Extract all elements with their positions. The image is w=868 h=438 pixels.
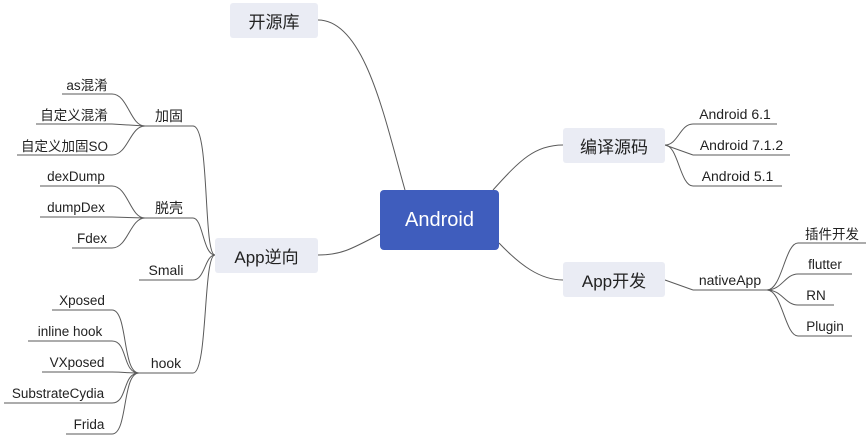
edge-compile-5-1 (664, 144, 694, 187)
leaf-plugin[interactable]: Plugin (806, 318, 844, 334)
subtopic-hook[interactable]: hook (150, 355, 182, 371)
leaf-fdex[interactable]: Fdex (76, 230, 107, 246)
edge-native-plugin (766, 289, 799, 337)
leaf-custom-hardening-so[interactable]: 自定义加固SO (20, 139, 108, 154)
leaf-inline-hook[interactable]: inline hook (37, 323, 103, 339)
edge-hook-frida (111, 372, 140, 435)
leaf-dumpdex[interactable]: dumpDex (47, 199, 105, 215)
edge-root-reverse (317, 233, 381, 256)
edge-reverse-harden (192, 125, 216, 256)
leaf-android-7-1-2[interactable]: Android 7.1.2 (699, 137, 784, 153)
edge-native-plugin-dev (766, 242, 799, 291)
subtopic-harden[interactable]: 加固 (155, 108, 183, 124)
root-node-android[interactable]: Android (380, 190, 499, 250)
leaf-plugin-dev[interactable]: 插件开发 (805, 227, 859, 242)
edge-reverse-smali (192, 254, 216, 281)
edge-reverse-unpack (192, 217, 216, 256)
edge-root-appdev (498, 242, 564, 281)
leaf-dexdump[interactable]: dexDump (47, 168, 105, 184)
leaf-custom-obfuscation[interactable]: 自定义混淆 (40, 108, 108, 123)
edge-root-opensource (317, 19, 406, 191)
edge-harden-custom (111, 123, 146, 127)
topic-app-reverse[interactable]: App逆向 (215, 238, 318, 273)
edge-compile-6-1 (664, 123, 694, 146)
leaf-vxposed[interactable]: VXposed (49, 354, 105, 370)
edge-hook-xposed (111, 309, 140, 374)
edge-harden-so (111, 125, 146, 156)
edge-appdev-native (664, 279, 694, 291)
leaf-rn[interactable]: RN (806, 287, 826, 303)
edge-harden-as (111, 93, 146, 127)
leaf-as-obfuscation[interactable]: as混淆 (66, 78, 108, 93)
leaf-android-5-1[interactable]: Android 5.1 (701, 168, 774, 184)
edge-root-compile (492, 144, 564, 191)
edge-hook-substrate (111, 372, 140, 404)
topic-open-source[interactable]: 开源库 (230, 3, 318, 38)
leaf-flutter[interactable]: flutter (808, 256, 842, 272)
subtopic-smali[interactable]: Smali (148, 262, 184, 278)
leaf-substrate-cydia[interactable]: SubstrateCydia (11, 385, 105, 401)
edge-unpack-fdex (111, 217, 146, 249)
edge-unpack-dexdump (111, 185, 146, 219)
leaf-android-6-1[interactable]: Android 6.1 (699, 106, 771, 122)
leaf-frida[interactable]: Frida (73, 416, 105, 432)
topic-compile-source[interactable]: 编译源码 (563, 128, 665, 163)
edge-native-flutter (766, 273, 799, 291)
edge-reverse-hook (192, 254, 216, 374)
subtopic-unpack[interactable]: 脱壳 (155, 200, 183, 216)
leaf-xposed[interactable]: Xposed (59, 292, 105, 308)
edge-unpack-dumpdex (111, 216, 146, 219)
topic-app-dev[interactable]: App开发 (563, 262, 665, 297)
edge-hook-inline (111, 340, 140, 374)
subtopic-native-app[interactable]: nativeApp (698, 272, 762, 288)
